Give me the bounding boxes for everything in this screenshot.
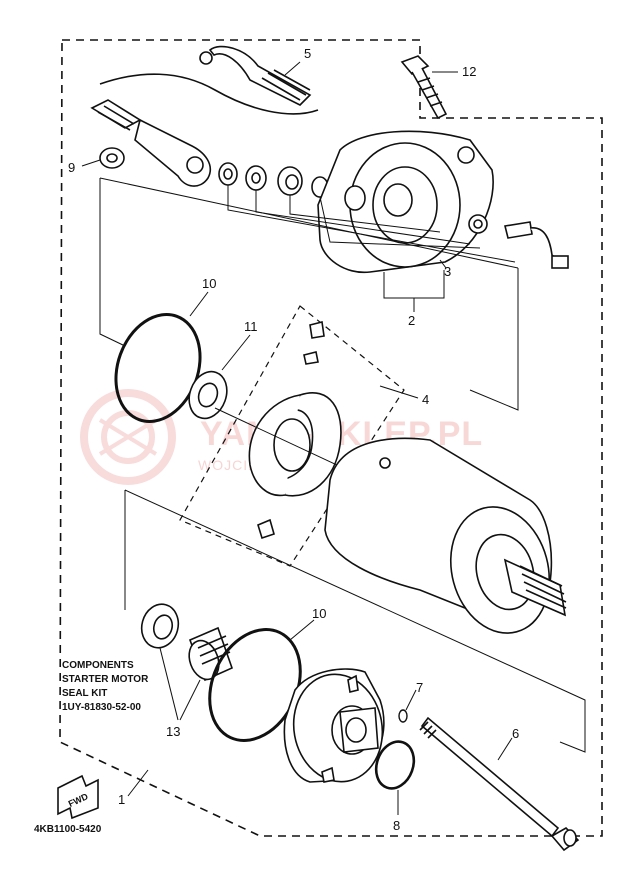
callout-leader-7 [405,689,417,711]
callout-leader-4 [379,385,419,399]
diagram-code: 4KB1100-5420 [34,824,102,835]
callout-4: 4 [422,392,429,407]
callout-7: 7 [416,680,423,695]
nut-part [99,147,125,169]
note-line-3: SEAL KIT [62,688,107,699]
fwd-arrow-icon: FWD [57,774,99,820]
through-bolt-part [419,716,580,852]
washer-set [218,162,329,198]
callout-10a: 10 [202,276,216,291]
terminal-part [504,221,569,269]
note-line-2: STARTER MOTOR [62,674,149,685]
yoke-part [324,437,567,634]
callout-9: 9 [68,160,75,175]
callout-leader-6 [497,737,513,761]
callout-leader-1 [127,769,149,797]
brush-plate-part [248,321,342,540]
front-cover-part [283,668,385,783]
callout-6: 6 [512,726,519,741]
lead-wire-part [90,45,319,187]
leader-lines-13 [159,647,201,721]
bearing-part [188,626,233,682]
callout-leader-5 [284,61,301,76]
callout-leader-10b [289,619,315,641]
callout-11: 11 [244,319,258,334]
callout-leader-11 [221,334,251,371]
lower-group-outline [124,489,586,753]
callout-5: 5 [304,46,311,61]
callout-1: 1 [118,792,125,807]
inner-group-line-top [99,177,519,269]
oil-seal-part [140,603,180,649]
inner-group-outline [99,178,519,411]
callout-2: 2 [408,313,415,328]
assembly-boundary [59,39,603,837]
bolt-part [400,55,448,120]
callout-leader-10a [189,291,209,317]
note-line-4: 1UY-81830-52-00 [62,702,141,713]
watermark-logo [80,389,176,485]
brush-plate-outline [179,305,405,567]
small-o-ring-part [398,709,408,723]
callout-10b: 10 [312,606,326,621]
callout-12: 12 [462,64,476,79]
callout-3: 3 [444,264,451,279]
callout-13: 13 [166,724,180,739]
callout-leader-9 [81,159,101,167]
washer-11-part [188,370,228,420]
o-ring-8-part [374,740,416,790]
note-line-1: COMPONENTS [62,660,134,671]
rear-cover-part [317,130,494,274]
callout-8: 8 [393,818,400,833]
